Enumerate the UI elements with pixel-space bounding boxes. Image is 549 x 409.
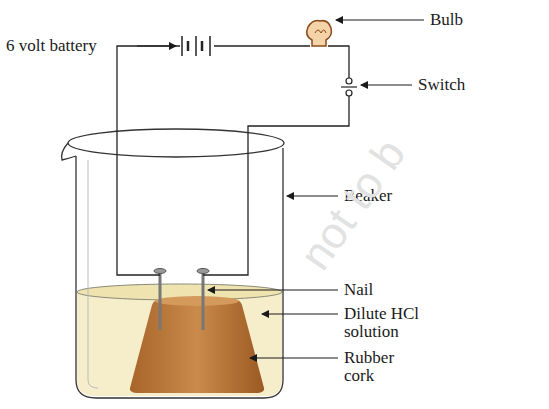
solution-label: Dilute HCl solution [344,305,436,341]
bulb-label: Bulb [430,11,530,29]
watermark: not to b [290,130,415,279]
battery-label: 6 volt battery [6,37,136,55]
cork-label: Rubber cork [344,349,424,385]
switch-label: Switch [418,76,518,94]
nail-label: Nail [344,281,464,299]
